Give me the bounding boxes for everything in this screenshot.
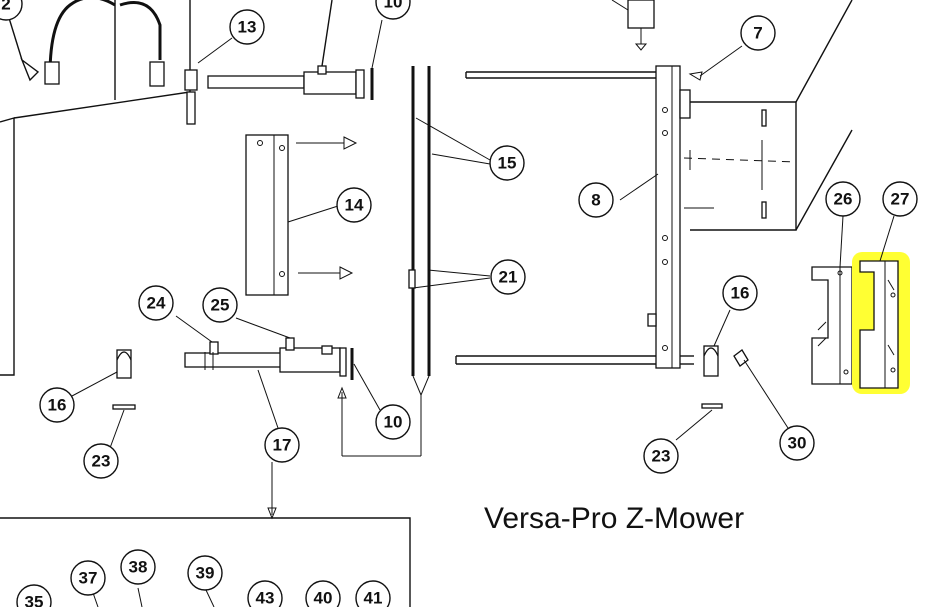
callout-16-right: 16 xyxy=(722,275,758,311)
part-14-plate xyxy=(245,134,358,296)
top-left-assembly xyxy=(0,0,191,376)
svg-text:26: 26 xyxy=(834,190,853,209)
svg-text:17: 17 xyxy=(273,436,292,455)
part-16-right xyxy=(675,309,789,441)
callout-43: 43 xyxy=(247,580,283,607)
callout-41: 41 xyxy=(355,580,391,607)
part-13-pin xyxy=(184,37,233,125)
svg-text:41: 41 xyxy=(364,589,383,607)
callout-39: 39 xyxy=(187,555,223,591)
callout-26: 26 xyxy=(825,181,861,217)
callout-17: 17 xyxy=(264,427,300,463)
callout-37: 37 xyxy=(70,560,106,596)
callout-25: 25 xyxy=(202,287,238,323)
svg-text:14: 14 xyxy=(345,196,364,215)
svg-text:30: 30 xyxy=(788,434,807,453)
svg-text:10: 10 xyxy=(384,0,403,12)
bottom-left-box xyxy=(0,517,411,607)
part-27-highlighted-plate xyxy=(852,215,910,394)
svg-text:23: 23 xyxy=(652,447,671,466)
callout-27: 27 xyxy=(882,181,918,217)
callout-21: 21 xyxy=(490,259,526,295)
svg-text:10: 10 xyxy=(384,413,403,432)
callout-23-right: 23 xyxy=(643,438,679,474)
callout-30: 30 xyxy=(779,425,815,461)
part-16-left xyxy=(71,349,136,449)
svg-text:25: 25 xyxy=(211,296,230,315)
part-7-bolt xyxy=(611,0,743,81)
upper-cylinder xyxy=(207,0,383,100)
part-17-lower-cylinder xyxy=(175,315,381,520)
svg-text:24: 24 xyxy=(147,294,166,313)
svg-text:43: 43 xyxy=(256,589,275,607)
svg-text:13: 13 xyxy=(238,18,257,37)
callout-15: 15 xyxy=(489,145,525,181)
svg-text:38: 38 xyxy=(129,558,148,577)
svg-text:16: 16 xyxy=(731,284,750,303)
callout-40: 40 xyxy=(305,580,341,607)
inset-detail-panel xyxy=(683,0,853,231)
callout-7: 7 xyxy=(740,15,776,51)
part-26-plate xyxy=(811,215,853,385)
callout-8: 8 xyxy=(578,182,614,218)
callout-10-bottom: 10 xyxy=(375,404,411,440)
svg-text:35: 35 xyxy=(25,593,44,607)
callout-10-top: 10 xyxy=(375,0,411,20)
svg-text:2: 2 xyxy=(1,0,10,14)
callout-16-left: 16 xyxy=(39,387,75,423)
svg-text:16: 16 xyxy=(48,396,67,415)
callout-35: 35 xyxy=(16,584,52,607)
svg-text:7: 7 xyxy=(753,24,762,43)
callout-38: 38 xyxy=(120,549,156,585)
svg-text:21: 21 xyxy=(499,268,518,287)
callout-14: 14 xyxy=(336,187,372,223)
part-8-frame xyxy=(455,65,694,369)
part-15-rails xyxy=(337,66,491,457)
svg-text:15: 15 xyxy=(498,154,517,173)
svg-text:27: 27 xyxy=(891,190,910,209)
svg-text:39: 39 xyxy=(196,564,215,583)
svg-text:8: 8 xyxy=(591,191,600,210)
callout-23-left: 23 xyxy=(83,443,119,479)
svg-text:40: 40 xyxy=(314,589,333,607)
svg-text:23: 23 xyxy=(92,452,111,471)
callout-2: 2 xyxy=(0,0,23,21)
callout-24: 24 xyxy=(138,285,174,321)
callout-13: 13 xyxy=(229,9,265,45)
svg-text:37: 37 xyxy=(79,569,98,588)
diagram-caption: Versa-Pro Z-Mower xyxy=(484,502,744,535)
